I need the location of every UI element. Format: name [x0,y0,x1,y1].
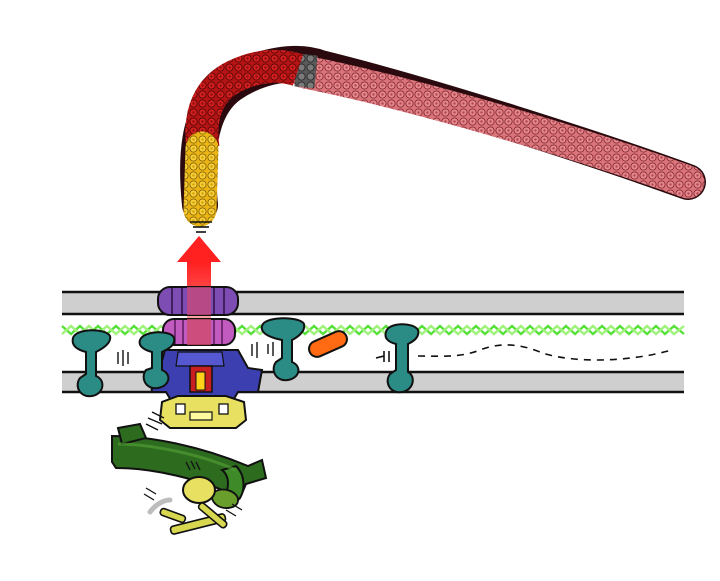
stator-icon [260,317,306,382]
cytoplasmic-fragment [211,488,239,509]
outer-membrane [62,290,684,316]
p-ring-pore [162,318,236,346]
stator-icon [384,323,420,394]
secretion-dashes [190,221,212,233]
pill-shape-icon [308,330,348,358]
flagellar-filament [180,45,706,227]
secretion-chain [375,344,673,362]
l-ring-pore [157,286,239,316]
gray-fragment [147,497,173,515]
motion-marks [117,342,274,366]
export-apparatus [158,395,248,429]
stator-icon [71,329,112,398]
motion-marks [143,487,243,517]
motor-ring [148,349,264,403]
cytoplasmic-complex [111,422,268,504]
stator-proteins [71,317,420,398]
atpase-subunit [159,476,228,535]
stator-icon [138,331,176,390]
motion-marks [145,411,165,431]
